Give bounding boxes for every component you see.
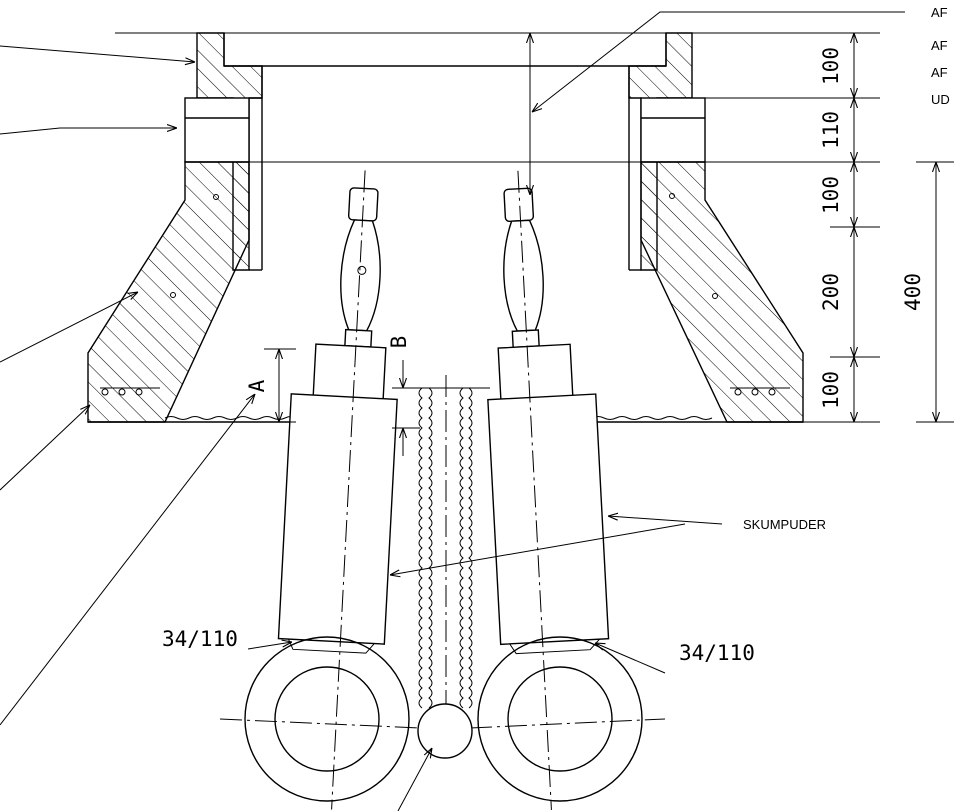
label-pipe-left: 34/110 xyxy=(162,627,238,651)
dim-b-label: B xyxy=(387,336,411,349)
pipe-circle-middle xyxy=(417,703,473,759)
valve-assembly-left xyxy=(277,170,398,810)
label-top-right-2: AF xyxy=(931,38,948,53)
dimension-chain xyxy=(705,32,954,423)
dim-2: 110 xyxy=(819,111,843,149)
dim-5: 100 xyxy=(819,371,843,409)
dimension-a xyxy=(264,348,296,423)
label-skumpuder: SKUMPUDER xyxy=(743,517,826,532)
dim-4: 200 xyxy=(819,273,843,311)
concrete-collar-left xyxy=(87,161,250,423)
pipe-circle-right xyxy=(469,636,666,802)
dim-total: 400 xyxy=(901,273,925,311)
dim-3: 100 xyxy=(819,176,843,214)
dim-a-label: A xyxy=(245,379,269,392)
dim-1: 100 xyxy=(819,47,843,85)
ground-wave-left xyxy=(164,416,298,420)
label-top-right-4: UD xyxy=(931,92,950,107)
corrugated-pipe xyxy=(400,375,490,720)
label-top-right-3: AF xyxy=(931,65,948,80)
concrete-collar-right xyxy=(640,161,804,423)
ground-wave-right xyxy=(591,416,713,420)
reinforcement-right xyxy=(669,193,790,396)
label-pipe-right: 34/110 xyxy=(679,641,755,665)
dimension-b xyxy=(392,360,420,456)
adjustment-ring-right xyxy=(640,97,706,163)
label-top-right-1: AF xyxy=(931,5,948,20)
adjustment-ring-left xyxy=(184,97,250,163)
pipe-circle-left xyxy=(219,636,421,802)
leader-lines xyxy=(0,11,905,811)
reinforcement-left xyxy=(100,194,219,396)
valve-assembly-right xyxy=(487,170,610,810)
